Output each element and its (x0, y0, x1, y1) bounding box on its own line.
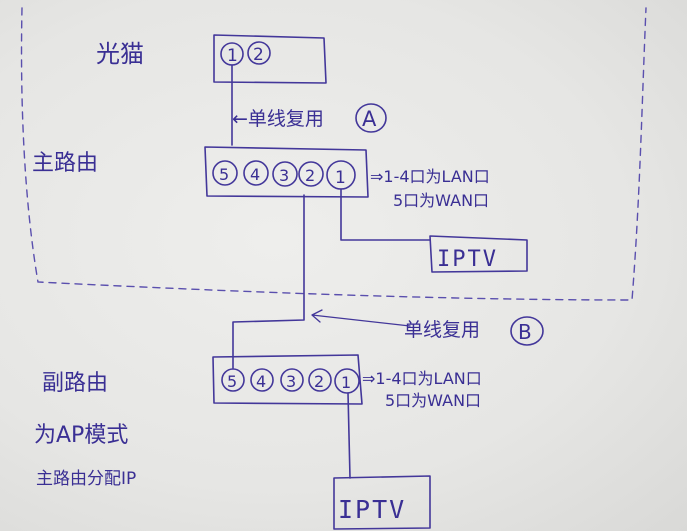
link-a-marker-circle (355, 103, 387, 133)
sub-router-port-3-label: 3 (286, 372, 296, 391)
sub-router-port-4 (250, 368, 274, 392)
modem-port-2 (247, 41, 271, 65)
link-a-marker: A (362, 107, 377, 131)
main-router-port-5 (212, 160, 238, 186)
main-router-port-4 (243, 160, 269, 186)
modem-box (213, 34, 327, 84)
main-router-box (204, 146, 369, 198)
main-area-dashed-boundary (20, 7, 647, 301)
main-router-port-1-label: 1 (335, 168, 346, 188)
modem-label: 光猫 (96, 40, 144, 68)
main-router-note-line1: ⇒1-4口为LAN口 (370, 167, 490, 186)
sub-router: 副路由 5 4 3 2 1 ⇒1-4口为LAN口 5口为WAN口 为AP模式 主… (34, 354, 482, 489)
sub-router-port-3 (280, 368, 304, 392)
main-router-note-line2: 5口为WAN口 (393, 191, 489, 210)
main-router-port-2 (298, 161, 324, 187)
sub-router-mode-line2: 主路由分配IP (36, 469, 136, 489)
sub-router-port-5-label: 5 (227, 372, 237, 391)
sub-router-port-2 (308, 368, 332, 392)
main-router-port-4-label: 4 (250, 165, 260, 184)
sub-router-note-line1: ⇒1-4口为LAN口 (362, 369, 482, 388)
link-b-marker-circle (510, 316, 544, 346)
sub-router-port-1 (334, 368, 360, 394)
modem-port-1-label: 1 (227, 46, 238, 66)
iptv-bottom-label: IPTV (338, 495, 406, 524)
main-router-port-3 (272, 161, 298, 187)
main-router-label: 主路由 (32, 151, 98, 176)
cable-main-to-iptv (340, 188, 431, 241)
iptv-bottom-box (333, 475, 431, 530)
sub-router-mode-line1: 为AP模式 (34, 423, 128, 448)
link-b-label: 单线复用 (404, 319, 480, 341)
modem: 光猫 1 2 (96, 34, 327, 84)
link-b-arrow (311, 309, 411, 327)
link-a: ←单线复用 A (232, 103, 387, 133)
sub-router-port-5 (221, 368, 245, 392)
link-b-marker: B (518, 320, 532, 344)
modem-port-2-label: 2 (253, 45, 264, 65)
sub-router-port-2-label: 2 (314, 372, 324, 391)
main-router-port-2-label: 2 (305, 166, 315, 185)
iptv-top-label: IPTV (437, 247, 498, 272)
main-router-port-5-label: 5 (219, 165, 229, 184)
sub-router-label: 副路由 (42, 371, 108, 396)
iptv-top-box (429, 235, 528, 273)
link-a-label: ←单线复用 (232, 108, 324, 130)
main-router-port-3-label: 3 (279, 166, 289, 185)
cable-sub-to-iptv (347, 392, 351, 479)
sub-router-box (212, 354, 363, 405)
iptv-bottom: IPTV (333, 475, 431, 530)
link-b: 单线复用 B (404, 316, 544, 346)
sub-router-port-1-label: 1 (341, 373, 351, 392)
sub-router-port-4-label: 4 (256, 372, 266, 391)
cable-b (232, 194, 305, 369)
iptv-top: IPTV (429, 235, 528, 273)
main-router: 主路由 5 4 3 2 1 ⇒1-4口为LAN口 5口为WAN口 (32, 146, 490, 210)
sub-router-note-line2: 5口为WAN口 (385, 391, 481, 410)
